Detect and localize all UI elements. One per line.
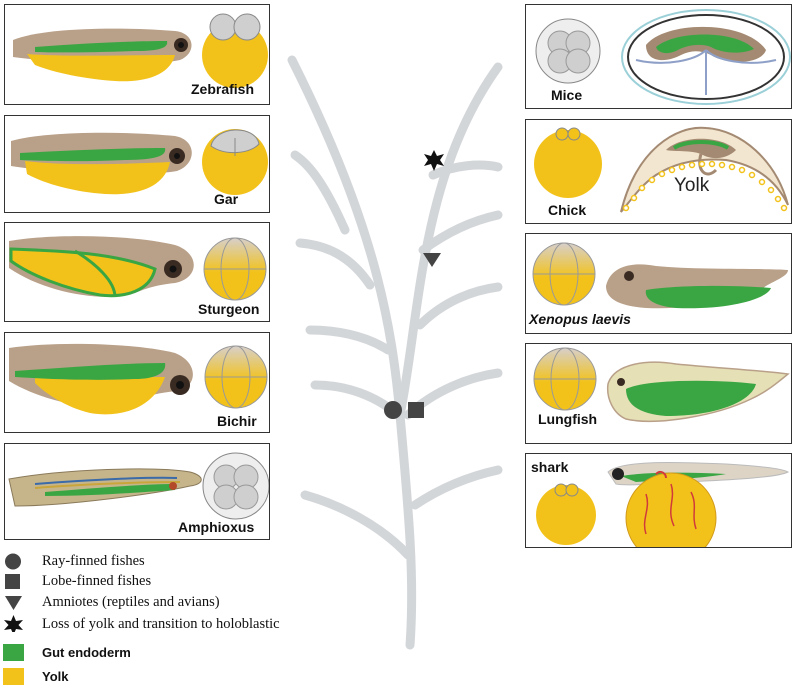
xenopus-illustration [532, 242, 788, 309]
legend-label: Ray-finned fishes [42, 553, 145, 569]
gar-illustration [11, 129, 268, 195]
bichir-illustration [9, 343, 268, 415]
legend-label: Gut endoderm [42, 645, 131, 660]
sturgeon-illustration [9, 236, 267, 301]
bichir-panel: Bichir [4, 332, 270, 433]
xenopus-panel: Xenopus laevis [525, 233, 792, 334]
lungfish-panel: Lungfish [525, 343, 792, 444]
sturgeon-label: Sturgeon [198, 301, 260, 317]
chick-panel: Chick Yolk [525, 119, 792, 224]
legend-label: Yolk [42, 669, 69, 684]
amniotes-marker [423, 253, 441, 267]
xenopus-label: Xenopus laevis [529, 311, 631, 327]
gar-label: Gar [214, 191, 239, 207]
yellow-swatch [3, 668, 24, 685]
triangle-icon [5, 596, 22, 610]
shark-illustration [536, 462, 790, 547]
mice-panel: Mice [525, 4, 792, 109]
holoblastic-star-marker [424, 150, 444, 171]
shark-panel: shark [525, 453, 792, 548]
chick-label: Chick [548, 202, 587, 218]
zebrafish-illustration [13, 13, 268, 88]
amphioxus-panel: Amphioxus [4, 443, 270, 540]
zebrafish-panel: Zebrafish [4, 4, 270, 105]
mice-label: Mice [551, 87, 583, 103]
ray-finned-marker [384, 401, 402, 419]
bichir-label: Bichir [217, 413, 257, 429]
zebrafish-label: Zebrafish [191, 81, 255, 97]
legend-label: Amniotes (reptiles and avians) [42, 594, 220, 610]
chick-illustration [534, 126, 789, 213]
amphioxus-illustration [8, 452, 269, 520]
lobe-finned-marker [408, 402, 424, 418]
lungfish-illustration [533, 347, 790, 422]
lungfish-label: Lungfish [538, 411, 598, 427]
circle-icon [5, 553, 21, 570]
square-icon [5, 574, 20, 589]
legend-label: Loss of yolk and transition to holoblast… [42, 616, 280, 632]
green-swatch [3, 644, 24, 661]
sturgeon-panel: Sturgeon [4, 222, 270, 322]
mice-illustration [535, 9, 791, 105]
legend-label: Lobe-finned fishes [42, 573, 152, 589]
star-icon [4, 615, 23, 632]
shark-label: shark [531, 459, 569, 475]
gar-panel: Gar [4, 115, 270, 213]
yolk-annotation: Yolk [674, 175, 710, 196]
amphioxus-label: Amphioxus [178, 519, 255, 535]
